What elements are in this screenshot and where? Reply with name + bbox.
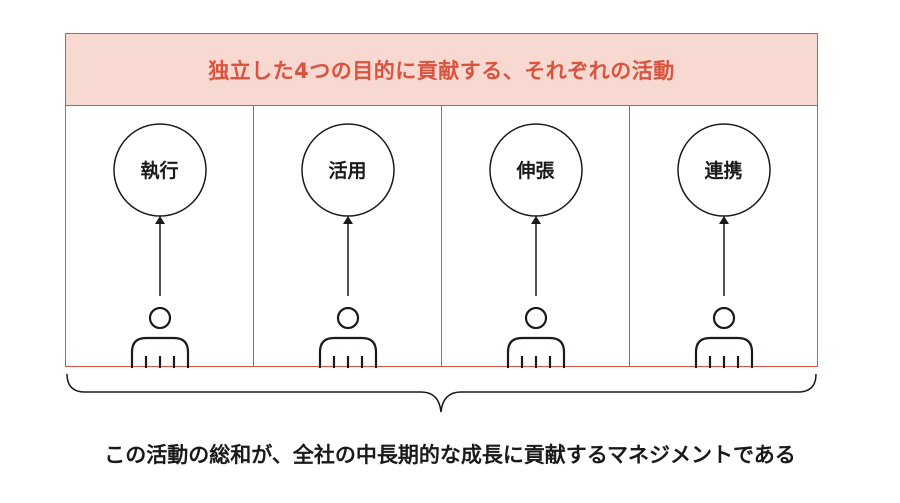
activity-1-graphic [113,123,207,368]
arrow-head [531,216,541,224]
activities-frame: 独立した4つの目的に貢献する、それぞれの活動 執行 [65,33,818,368]
person-icon [694,306,754,368]
arrow-head [719,216,729,224]
activity-3-graphic [489,123,583,368]
header-banner: 独立した4つの目的に貢献する、それぞれの活動 [66,34,817,106]
summary-caption: この活動の総和が、全社の中長期的な成長に貢献するマネジメントである [104,443,796,467]
activity-column-1: 執行 [66,106,254,368]
person-icon [318,306,378,368]
curly-brace [66,373,817,413]
activity-label: 伸張 [516,160,555,182]
activity-label: 連携 [704,160,743,182]
activity-2-graphic [301,123,395,368]
arrow-head [343,216,353,224]
activity-columns: 執行 活用 [66,106,817,368]
activity-label: 活用 [328,160,367,182]
activity-column-4: 連携 [630,106,817,368]
activity-4-graphic [677,123,771,368]
header-title: 独立した4つの目的に貢献する、それぞれの活動 [208,58,675,83]
person-icon [130,306,190,368]
activity-column-2: 活用 [254,106,442,368]
arrow-head [155,216,165,224]
person-icon [506,306,566,368]
activity-column-3: 伸張 [442,106,630,368]
activity-label: 執行 [140,160,179,182]
